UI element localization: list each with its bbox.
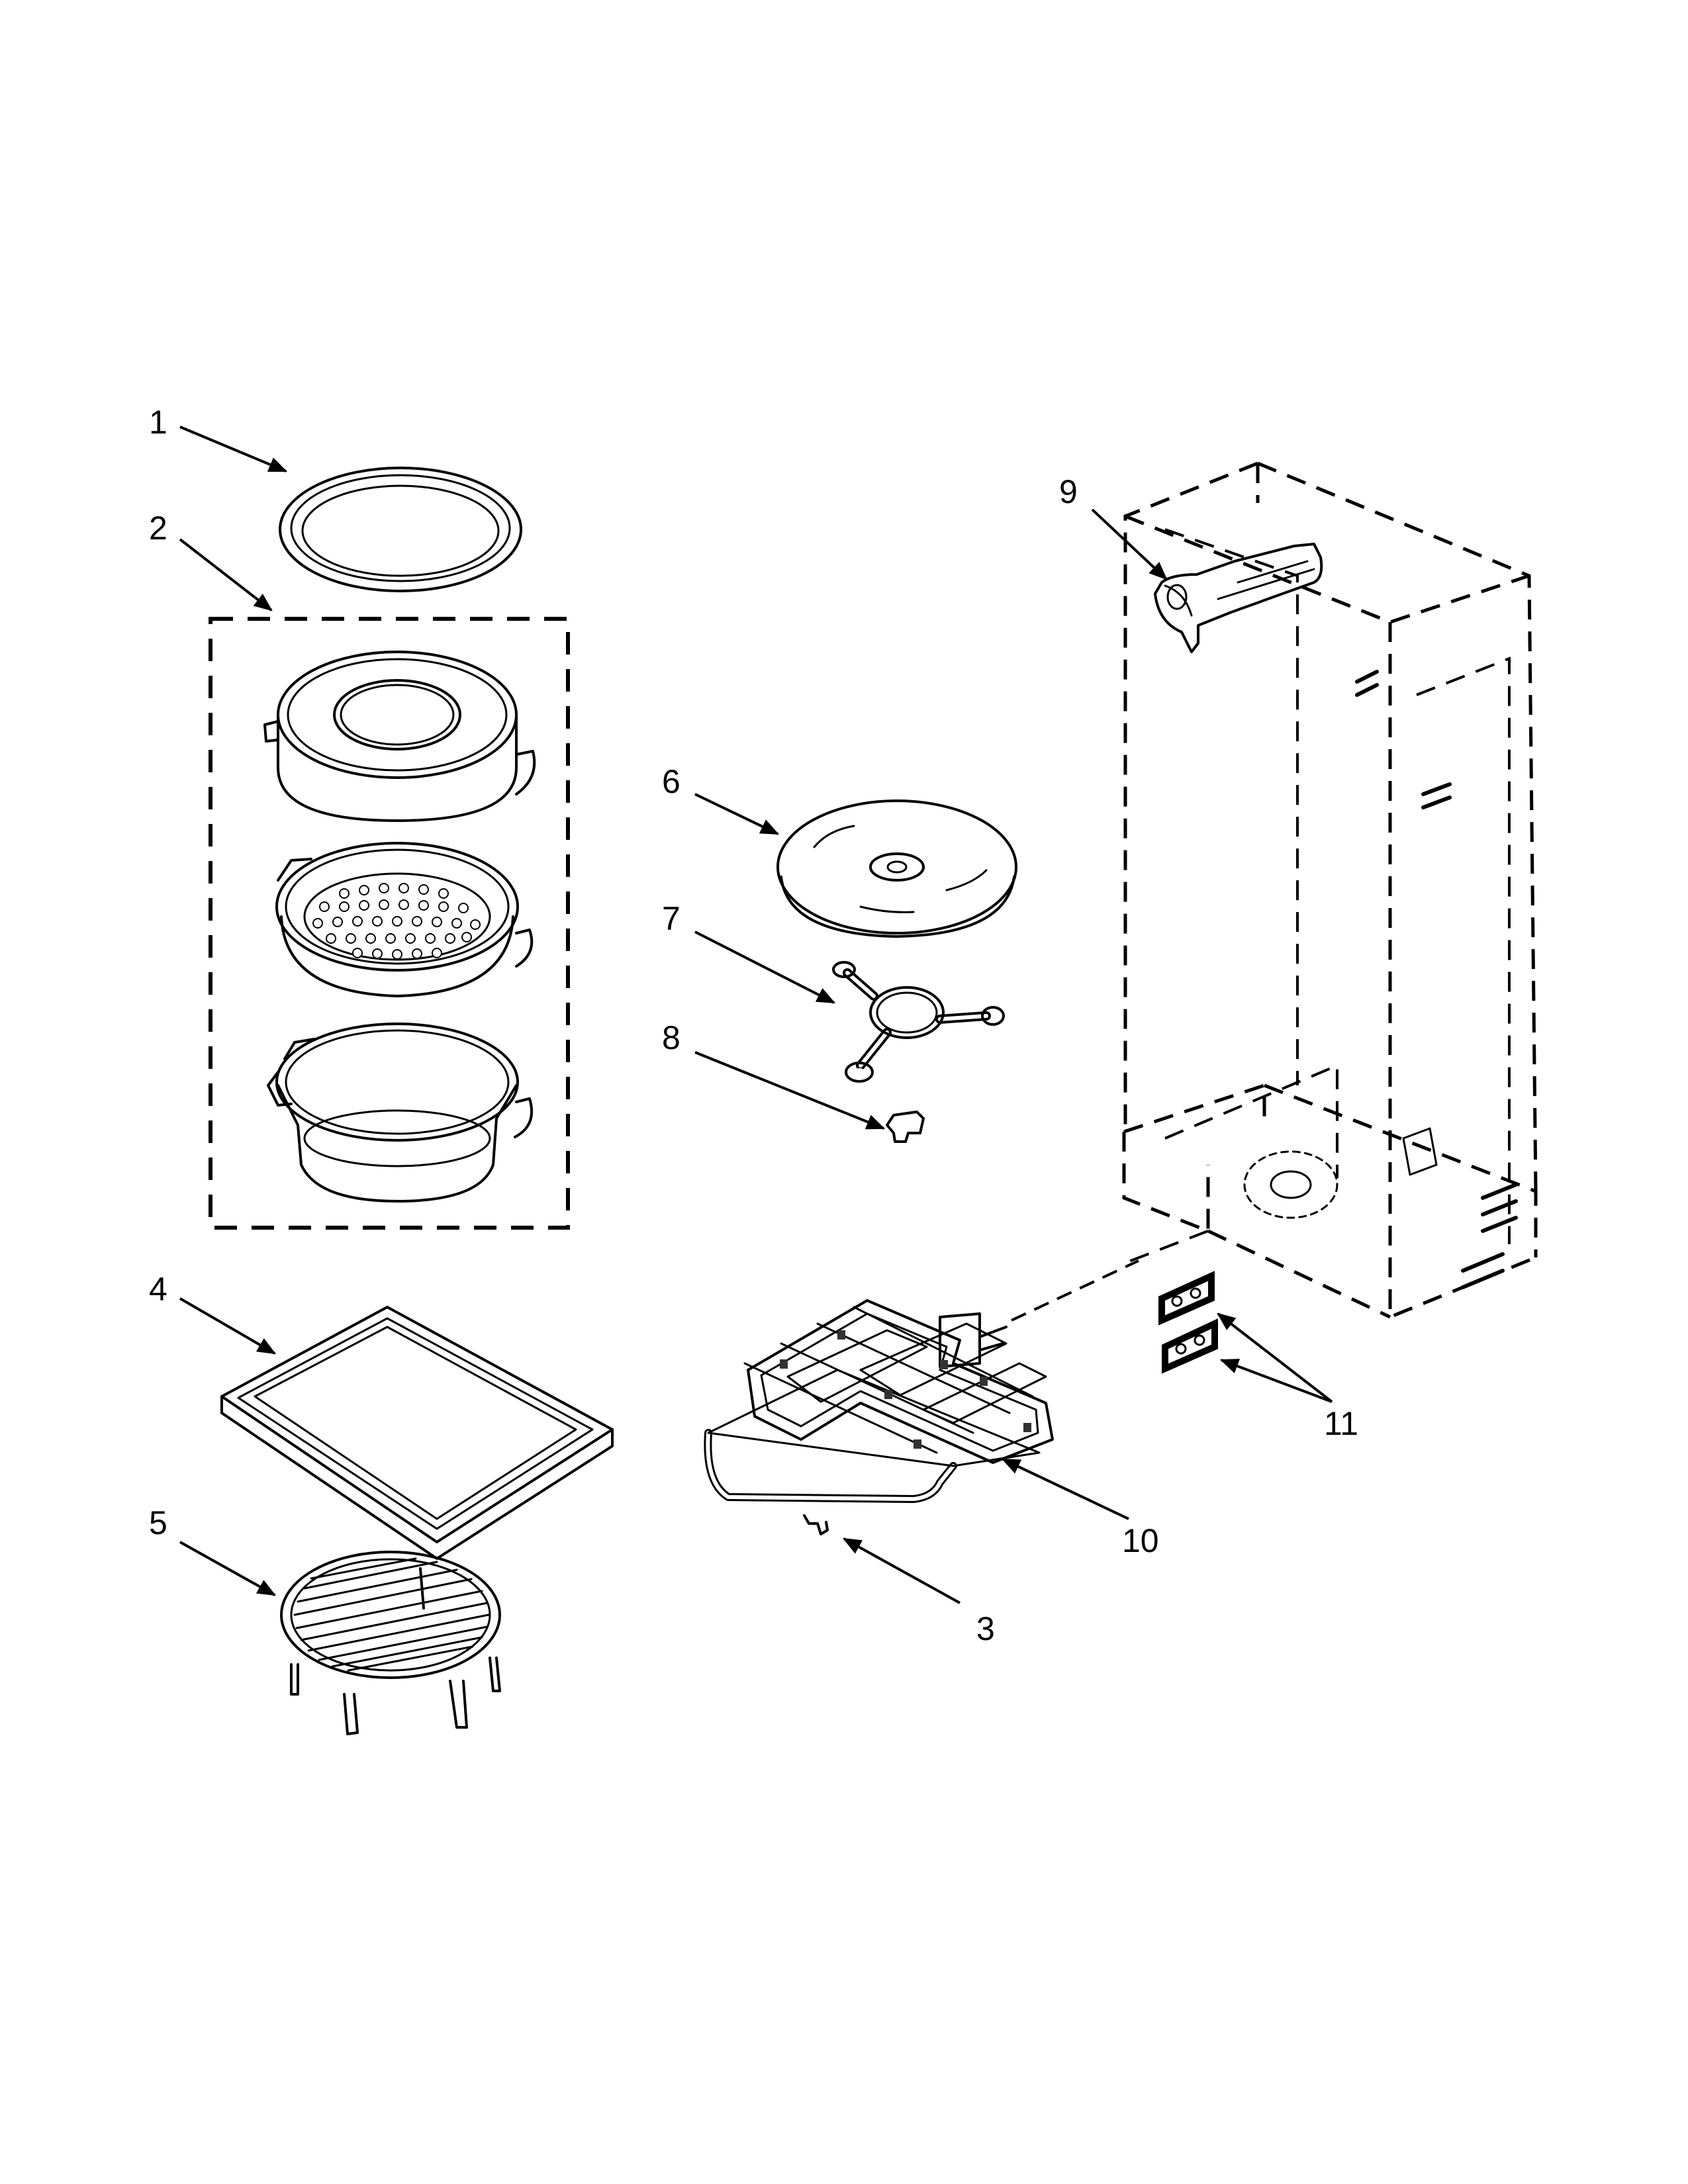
callout-6: 6 [662,763,680,800]
callout-4: 4 [149,1271,167,1308]
leader-3 [842,1537,961,1604]
steamer-lid [263,651,536,822]
leader-6 [694,793,780,835]
callout-9: 9 [1059,473,1078,510]
leader-4 [179,1297,277,1355]
part-2-steamer-kit [209,617,570,1230]
callout-8: 8 [662,1019,680,1056]
part-1-round-lid [279,467,522,592]
leader-9 [1091,508,1168,580]
callout-11: 11 [1324,1405,1358,1442]
part-11-insulators [1158,1271,1218,1374]
leader-8 [694,1051,886,1130]
oven-cavity-dashed [1121,461,1538,1320]
steamer-basket [275,842,534,997]
element-terminal-tabs [780,1330,1031,1449]
leader-1 [179,426,288,473]
rack-bars [293,1557,490,1672]
leader-11a [1217,1312,1333,1403]
steamer-pot [267,1023,534,1203]
leader-11b [1219,1359,1333,1403]
callout-2: 2 [149,510,167,547]
basket-perforations [312,883,481,960]
callout-7: 7 [662,900,680,937]
part-10-heating-element [704,1259,1139,1503]
part-5-grill-rack [280,1551,501,1735]
leader-10 [1001,1458,1129,1520]
callout-3: 3 [976,1610,995,1647]
leader-5 [179,1541,277,1596]
callout-5: 5 [149,1504,167,1541]
leader-2 [179,538,273,612]
leader-lines [179,426,1333,1604]
part-4-baking-tray [220,1306,614,1560]
leader-7 [694,931,836,1004]
part-3-bracket [803,1514,829,1535]
part-8-clip [886,1111,925,1143]
part-6-turntable [776,799,1017,938]
part-7-roller-ring [832,961,1005,1083]
cavity-vents [1355,670,1518,1289]
callout-1: 1 [149,404,167,441]
callout-labels: 1 2 3 4 5 6 7 8 9 10 11 [149,404,1358,1647]
part-9-handle [1154,543,1323,653]
callout-10: 10 [1122,1522,1159,1559]
